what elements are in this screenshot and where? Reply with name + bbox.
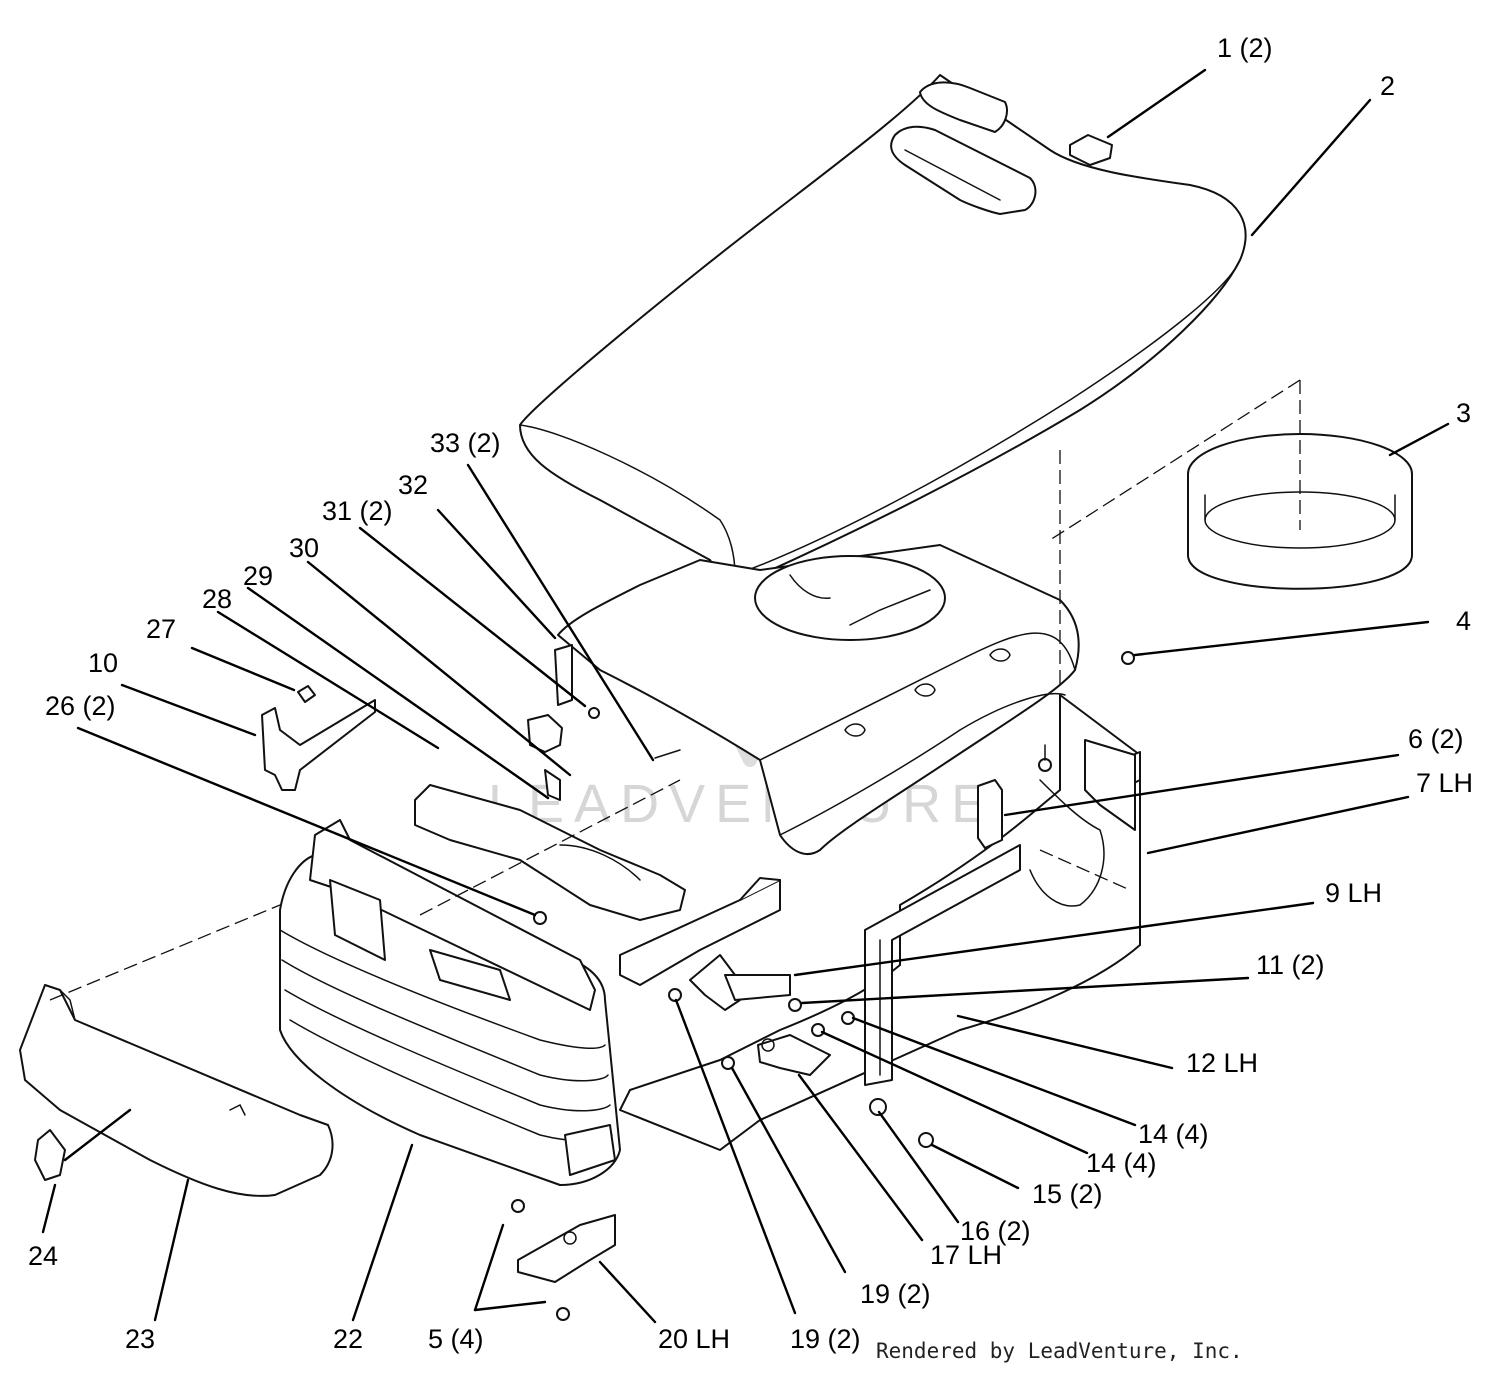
- bracket-part-10: [261, 699, 376, 791]
- callout-9: 9 LH: [1325, 878, 1382, 908]
- switch-part-30: [527, 714, 563, 753]
- screw-part-5a: [511, 1199, 525, 1213]
- plate-part-17: [757, 1034, 831, 1076]
- bumper-pad-part-6: [977, 779, 1003, 849]
- cross-bracket: [619, 877, 791, 1011]
- callout-30: 30: [289, 533, 319, 563]
- callout-26: 26 (2): [45, 691, 116, 721]
- callout-labels: 1 (2) 2 3 4 6 (2) 7 LH 9 LH 11 (2) 12 LH…: [28, 33, 1473, 1354]
- clip-part-1: [1069, 134, 1113, 166]
- render-credit: Rendered by LeadVenture, Inc.: [876, 1339, 1243, 1363]
- cap-part-27: [297, 685, 316, 703]
- callout-33: 33 (2): [430, 428, 501, 458]
- nut-part-19a: [721, 1056, 735, 1070]
- callout-19b: 19 (2): [790, 1324, 861, 1354]
- light-housing-part-28: [414, 784, 686, 921]
- screw-part-5b: [556, 1307, 570, 1321]
- callout-28: 28: [202, 584, 232, 614]
- callout-20: 20 LH: [658, 1324, 730, 1354]
- callout-22: 22: [333, 1324, 363, 1354]
- bolt-part-4: [1121, 651, 1135, 665]
- callout-11: 11 (2): [1256, 950, 1325, 980]
- hardware-fasteners: [511, 651, 1135, 1321]
- watermark-text: LEADVENTURE: [488, 774, 997, 834]
- callout-12: 12 LH: [1186, 1048, 1258, 1078]
- nut-part-19b: [668, 988, 682, 1002]
- grille-part-22: [279, 819, 621, 1186]
- hood-part-2: [519, 74, 1247, 580]
- callout-32: 32: [398, 470, 428, 500]
- dash-panel: [557, 544, 1080, 855]
- callout-4: 4: [1456, 606, 1471, 636]
- bolt: [1038, 758, 1052, 772]
- bracket-part-32: [554, 644, 573, 706]
- callout-29: 29: [243, 561, 273, 591]
- emblem-part-24: [34, 1129, 66, 1181]
- callout-27: 27: [146, 614, 176, 644]
- connector-part-29: [544, 769, 561, 801]
- nut-part-14a: [811, 1023, 825, 1037]
- callout-19a: 19 (2): [860, 1279, 931, 1309]
- screw-part-26: [533, 911, 547, 925]
- callout-2: 2: [1380, 71, 1395, 101]
- leader-lines: [41, 68, 1450, 1324]
- callout-16: 16 (2): [960, 1216, 1031, 1246]
- callout-6: 6 (2): [1408, 724, 1464, 754]
- callout-14a: 14 (4): [1138, 1119, 1209, 1149]
- bolt-part-11: [788, 998, 802, 1012]
- callout-15: 15 (2): [1032, 1179, 1103, 1209]
- callout-24: 24: [28, 1241, 58, 1271]
- assembly-lines: [49, 379, 1301, 1001]
- callout-10: 10: [88, 648, 118, 678]
- washer-part-16: [869, 1098, 887, 1116]
- callout-14b: 14 (4): [1086, 1148, 1157, 1178]
- callout-1: 1 (2): [1217, 33, 1273, 63]
- callout-5: 5 (4): [428, 1324, 484, 1354]
- callout-23: 23: [125, 1324, 155, 1354]
- side-panel-part-7: [1084, 739, 1136, 831]
- callout-31: 31 (2): [322, 496, 393, 526]
- bracket-part-20: [517, 1214, 616, 1283]
- bolt-part-15: [918, 1132, 934, 1148]
- callout-7: 7 LH: [1416, 768, 1473, 798]
- nose-part-23: [19, 984, 334, 1197]
- wire-part-33: [654, 749, 681, 759]
- bolt-part-31: [588, 707, 600, 719]
- callout-3: 3: [1456, 398, 1471, 428]
- callout-17: 17 LH: [930, 1240, 1002, 1270]
